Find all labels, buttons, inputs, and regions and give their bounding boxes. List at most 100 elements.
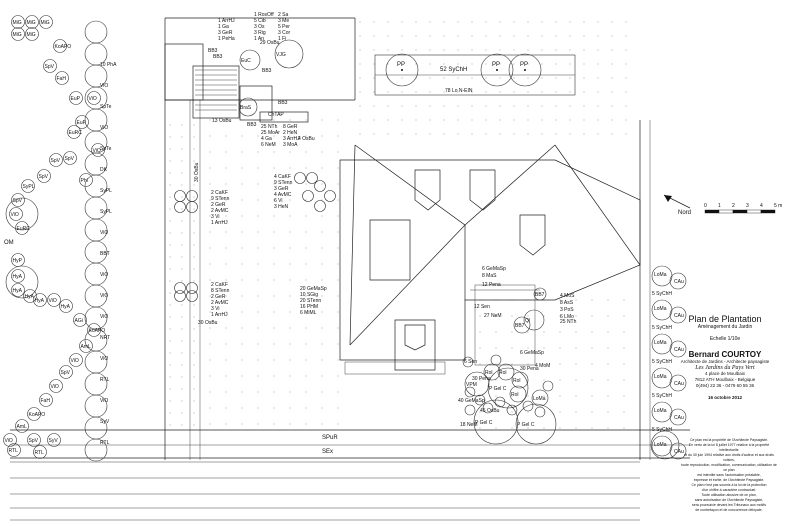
top-right-row-label: 78 Lo N-EIN (445, 88, 473, 94)
house-roof (339, 144, 641, 375)
plant-circle (480, 53, 514, 87)
plant-label: EuC (241, 58, 251, 64)
bottom-label-sex: SEx (322, 449, 333, 455)
scale-tick: 0 (704, 203, 707, 209)
plant-label: SyPL (23, 184, 35, 190)
plant-label: MiG (27, 32, 36, 38)
plant-circle (67, 125, 81, 139)
plant-label: SyPL (100, 209, 112, 215)
plant-label: ViO (49, 298, 57, 304)
plant-label: BB7 (535, 292, 545, 298)
plant-label: MiG (13, 32, 22, 38)
plant-circle (75, 115, 89, 129)
plant-circle (324, 190, 336, 202)
plant-label: ViO (51, 384, 59, 390)
plant-label: 1 Fi (278, 36, 286, 42)
plant-circle (43, 59, 57, 73)
plant-circle (39, 15, 53, 29)
plant-label: 18 NeM (460, 422, 478, 428)
plant-label: KoAPO (29, 412, 46, 418)
plant-label: DK (100, 167, 108, 173)
legal-line: Ce plan est la propriété de l'Architecte… (689, 438, 769, 442)
plant-label: 3 Cor (278, 30, 291, 36)
vertical-label: 30 OsBu (194, 162, 200, 182)
plant-circle (186, 282, 198, 294)
plant-circle (669, 408, 687, 426)
plant-label: HyP (13, 258, 23, 264)
plant-circle (239, 49, 261, 71)
plant-circle (523, 309, 545, 331)
plant-circle (650, 430, 680, 460)
plant-label: 3 ArrHJ (283, 136, 300, 142)
plant-label: BB3 (213, 54, 223, 60)
plant-circle (23, 289, 37, 303)
plant-label: LoMa (654, 442, 667, 448)
plant-label: 25 NTh (560, 319, 577, 325)
plant-circle (497, 363, 515, 381)
plant-circle (186, 190, 198, 202)
plan-scale: Echelle 1/10e (709, 336, 741, 342)
tree-label: PP (520, 62, 528, 68)
plant-label: 30 Pena (520, 366, 539, 372)
plant-label: Rol (511, 392, 519, 398)
plant-circle (53, 39, 67, 53)
plant-label: SyV (49, 438, 59, 444)
plant-label: SpV (29, 438, 39, 444)
plant-circle (33, 293, 47, 307)
plant-circle (506, 404, 518, 416)
tree-layer (3, 15, 687, 462)
plant-circle (669, 306, 687, 324)
plant-label: ViO (100, 314, 108, 320)
plant-circle (63, 151, 77, 165)
plant-label: 25 NTh (261, 124, 278, 130)
plant-label: 3 Me (278, 18, 289, 24)
plant-label: 1 PeHa (218, 36, 235, 42)
plant-label: 20 STenn (300, 298, 321, 304)
plant-circle (487, 367, 529, 409)
legal-line: Ce plan n'est pas soumis à la loi de la … (691, 483, 767, 487)
plant-circle (522, 400, 534, 412)
plant-circle (11, 269, 25, 283)
plant-label: 30 Pena (472, 376, 491, 382)
plant-label: SpTe (100, 146, 112, 152)
plant-circle (464, 404, 476, 416)
author-name: Bernard COURTOY (688, 350, 762, 359)
plant-label: 8 STenn (211, 288, 230, 294)
bottom-rule-lines (10, 461, 640, 521)
plant-circle (494, 396, 506, 408)
plant-label: 3 GeR (274, 186, 289, 192)
scale-tick: 3 (746, 203, 749, 209)
plant-label: Rol (499, 370, 507, 376)
plant-circle (15, 221, 29, 235)
plant-circle (5, 265, 39, 299)
plant-label: CAu (674, 381, 684, 387)
plant-circle (483, 363, 501, 381)
plant-label: BB3 (208, 48, 218, 54)
legal-line: sera poursuivie devant les Tribunaux aux… (692, 503, 766, 507)
plant-circle (5, 197, 39, 231)
plant-label: 5 SyChH (652, 427, 672, 433)
plan-title: Plan de Plantation (688, 314, 762, 324)
plant-label: 3 Vi (211, 214, 220, 220)
plant-circle (669, 272, 687, 290)
plant-label: 6 GeMaSp (482, 266, 506, 272)
plant-label: 6 MiML (300, 310, 317, 316)
plant-label: ViO (100, 272, 108, 278)
plant-label: 4 MoM (535, 363, 550, 369)
plant-circle (294, 172, 306, 184)
plant-circle (59, 365, 73, 379)
plant-label: ViO (100, 83, 108, 89)
plant-label: NRT (100, 335, 110, 341)
plant-circle (534, 406, 546, 418)
plant-label: 2 CaKF (211, 282, 228, 288)
plant-circle (47, 433, 61, 447)
plant-label: 2 HeN (283, 130, 298, 136)
plant-label: ViO (11, 212, 19, 218)
plant-circle (464, 386, 476, 398)
plant-label: MiG (41, 20, 50, 26)
plant-label: 3 MoA (283, 142, 298, 148)
plant-label: 2 AvMC (211, 300, 229, 306)
legal-line: est interdite sans l'autorisation préala… (697, 473, 761, 477)
